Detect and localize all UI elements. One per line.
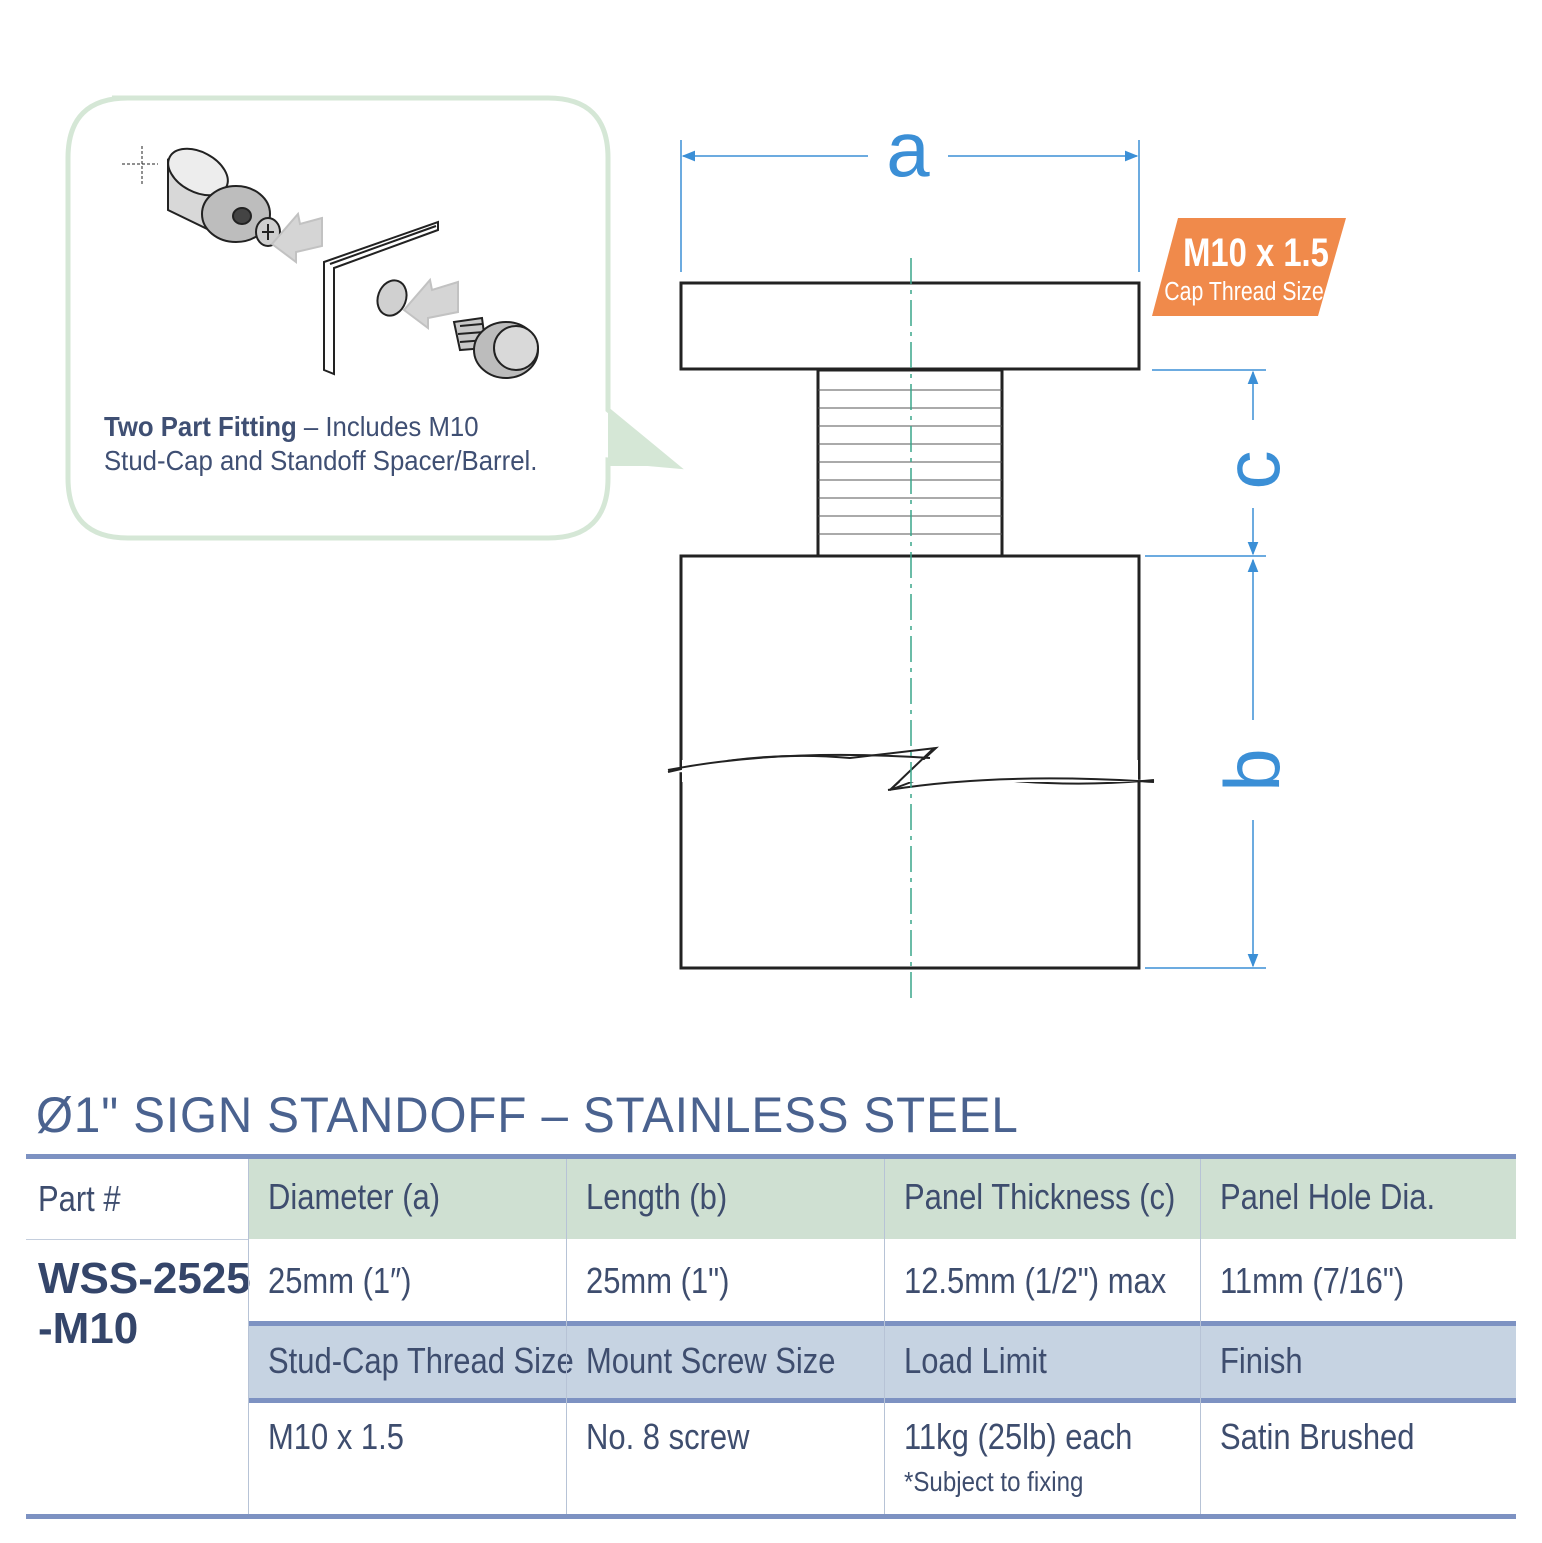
assembly-illustration [122, 146, 539, 379]
part-header: Part # [38, 1178, 121, 1219]
insert-arrow-icon [402, 277, 459, 330]
value-diameter: 25mm (1″) [268, 1260, 412, 1301]
standoff-elevation [667, 281, 1155, 970]
thread-lines [818, 389, 1002, 535]
thread-size-label: Cap Thread Size [1164, 277, 1324, 307]
panel-hole-icon [376, 279, 408, 317]
thread-outline [816, 368, 1004, 558]
technical-drawing: a c b M10 x 1.5 Cap Thread Size [65, 95, 1346, 998]
load-limit-note: *Subject to fixing [904, 1466, 1084, 1497]
dimension-b [1145, 558, 1266, 969]
table-bottom-rule [26, 1514, 1516, 1519]
header-row-1-bg [248, 1159, 1516, 1239]
dimension-b-label: b [1208, 748, 1296, 791]
stud-cap-icon [452, 316, 539, 379]
callout-caption: Two Part Fitting – Includes M10 Stud-Cap… [104, 410, 546, 478]
dimension-c [1145, 369, 1266, 557]
header-mount-screw: Mount Screw Size [586, 1340, 836, 1381]
value-length: 25mm (1") [586, 1260, 730, 1301]
value-thread-size: M10 x 1.5 [268, 1416, 404, 1457]
value-panel-thickness: 12.5mm (1/2") max [904, 1260, 1167, 1301]
header-load-limit: Load Limit [904, 1340, 1047, 1381]
header-diameter: Diameter (a) [268, 1176, 441, 1217]
dimension-a [680, 140, 1140, 272]
spec-table: Part # Diameter (a) Length (b) Panel Thi… [26, 1154, 1516, 1520]
cap-outline [679, 281, 1141, 371]
callout-text-line2: Stud-Cap and Standoff Spacer/Barrel. [104, 445, 538, 476]
insert-arrow-icon [270, 211, 323, 264]
callout-text-line1: – Includes M10 [296, 411, 479, 442]
header-panel-hole: Panel Hole Dia. [1220, 1176, 1436, 1217]
thread-size-value: M10 x 1.5 [1183, 230, 1329, 275]
product-title: Ø1" SIGN STANDOFF – STAINLESS STEEL [36, 1087, 1019, 1143]
mount-screw-icon [255, 217, 281, 247]
part-header-cell: Part # [26, 1159, 248, 1239]
part-number-line1: WSS-2525 [38, 1254, 251, 1303]
header-row-2-bg [248, 1326, 1516, 1398]
dimension-a-label: a [886, 105, 930, 193]
header-panel-thickness: Panel Thickness (c) [904, 1176, 1176, 1217]
callout-bold-text: Two Part Fitting [104, 411, 297, 442]
panel-icon [323, 220, 439, 376]
header-length: Length (b) [586, 1176, 728, 1217]
header-thread-size: Stud-Cap Thread Size [268, 1340, 574, 1381]
part-number: WSS-2525 -M10 [38, 1254, 251, 1354]
table-top-rule [26, 1154, 1516, 1159]
barrel-spacer-icon [167, 147, 271, 243]
part-number-line2: -M10 [38, 1304, 139, 1353]
value-finish: Satin Brushed [1220, 1416, 1415, 1457]
header-finish: Finish [1220, 1340, 1303, 1381]
dimension-c-label: c [1208, 451, 1296, 490]
thread-size-badge: M10 x 1.5 Cap Thread Size [1152, 218, 1346, 316]
value-panel-hole: 11mm (7/16") [1220, 1260, 1405, 1301]
value-mount-screw: No. 8 screw [586, 1416, 750, 1457]
value-load-limit: 11kg (25lb) each [904, 1416, 1133, 1457]
